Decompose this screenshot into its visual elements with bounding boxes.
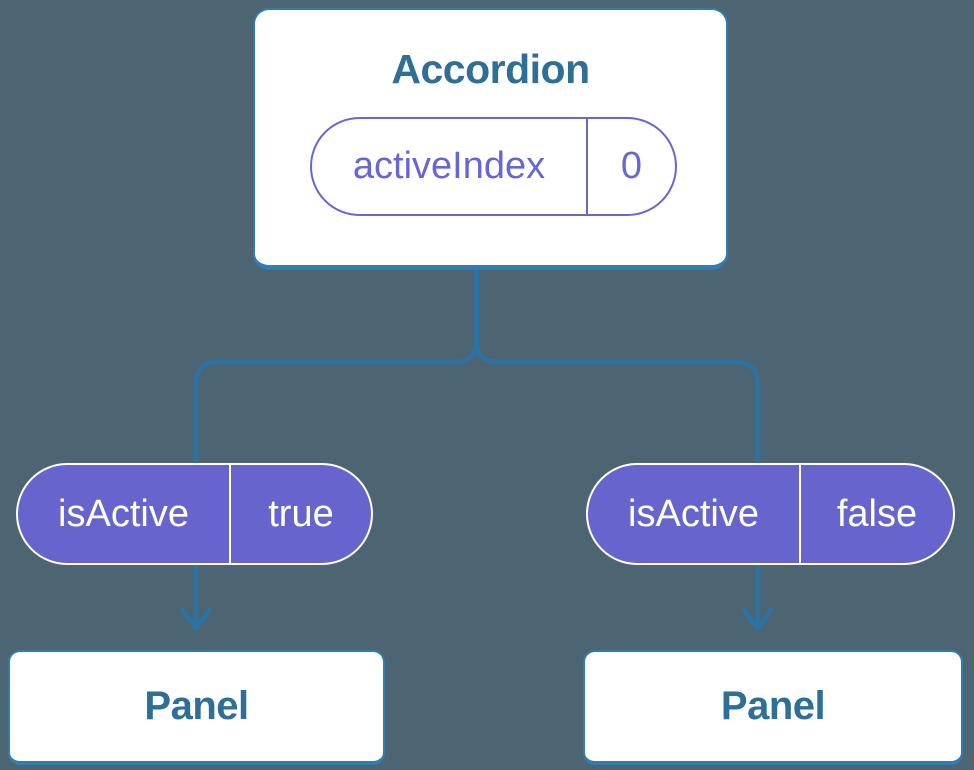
panel-box-right: Panel (583, 650, 963, 765)
prop-pill-left: isActive true (16, 463, 373, 565)
connector-right-branch (474, 269, 760, 627)
prop-name-label: isActive (58, 492, 189, 535)
state-pill: activeIndex 0 (310, 117, 677, 216)
arrow-down-icon-right (741, 607, 774, 631)
prop-pill-right: isActive false (586, 463, 955, 565)
prop-value-label: false (799, 465, 953, 563)
panel-label: Panel (144, 684, 249, 728)
accordion-title: Accordion (391, 46, 590, 92)
accordion-component-box: Accordion activeIndex 0 (253, 8, 728, 270)
prop-name-label: isActive (628, 492, 759, 535)
arrow-down-icon-left (180, 607, 212, 631)
panel-box-left: Panel (8, 650, 385, 765)
prop-value-label: true (229, 465, 371, 563)
panel-label: Panel (720, 684, 826, 728)
state-value-label: 0 (586, 119, 675, 214)
connector-left-branch (193, 269, 479, 627)
state-name-label: activeIndex (352, 145, 546, 187)
